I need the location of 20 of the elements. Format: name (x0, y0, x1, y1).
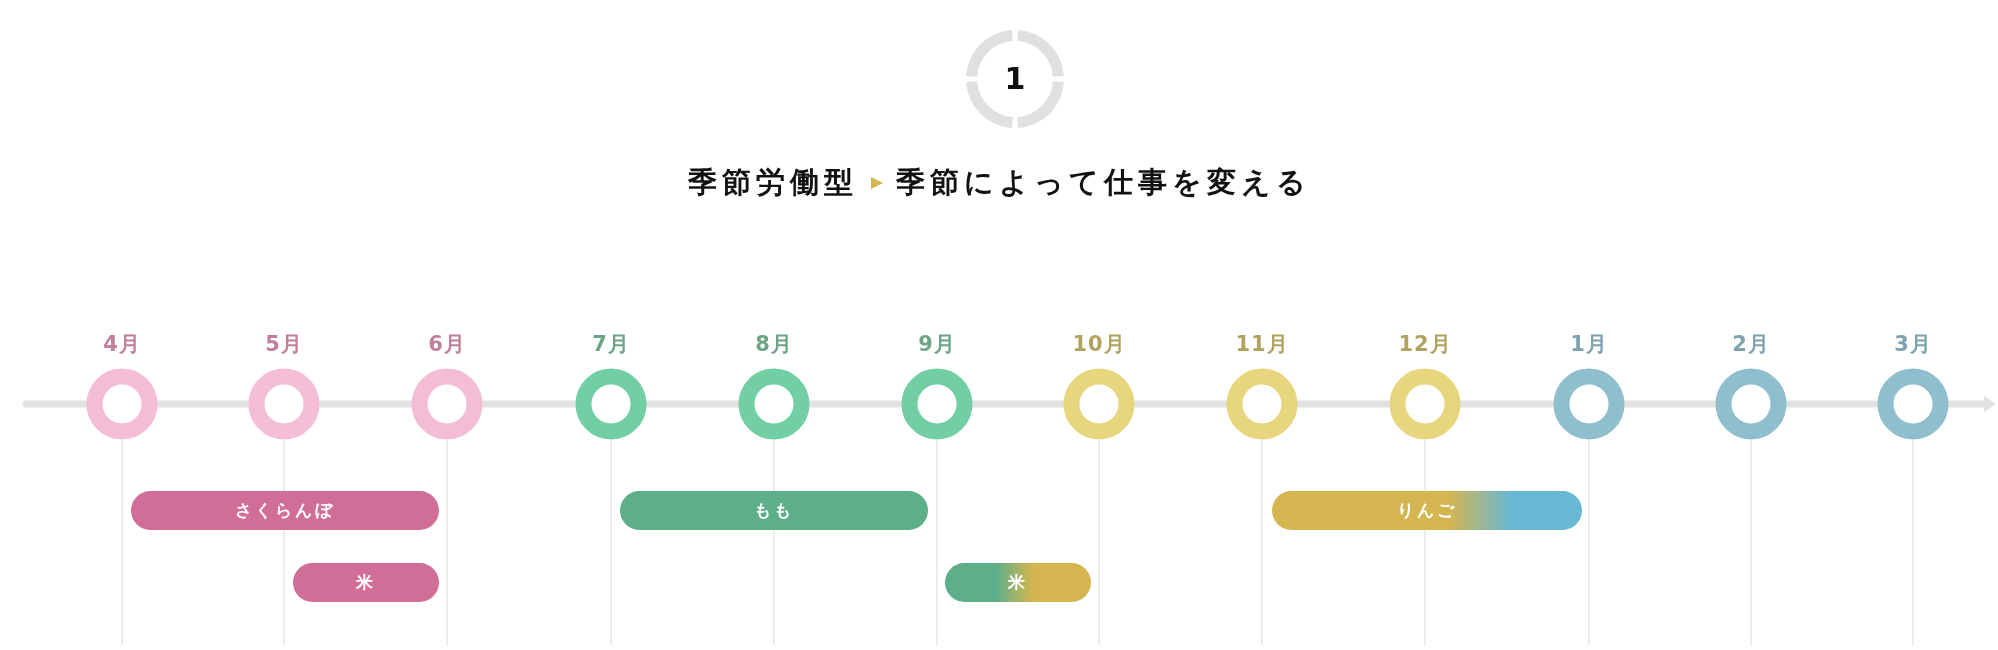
month-label: 9月 (917, 331, 957, 358)
month-label: 5月 (264, 331, 304, 358)
month-label: 2月 (1731, 331, 1771, 358)
month-label: 7月 (591, 331, 631, 358)
month-label: 11月 (1234, 331, 1290, 358)
apple-harvest-bar: りんご (1272, 491, 1582, 530)
month-label: 10月 (1071, 331, 1127, 358)
month-label: 12月 (1397, 331, 1453, 358)
month-label: 4月 (102, 331, 142, 358)
rice-work-bar: 米 (945, 563, 1091, 602)
title: 季節労働型 (687, 164, 858, 201)
rice-work-bar: 米 (293, 563, 439, 602)
month-label: 6月 (427, 331, 467, 358)
month-label: 3月 (1893, 331, 1933, 358)
month-label: 8月 (754, 331, 794, 358)
step-number-badge: 1 (966, 30, 1064, 128)
month-label: 1月 (1569, 331, 1609, 358)
peach-harvest-bar: もも (620, 491, 928, 530)
subtitle: 季節によって仕事を変える (895, 164, 1311, 201)
cherry-harvest-bar: さくらんぼ (131, 491, 439, 530)
